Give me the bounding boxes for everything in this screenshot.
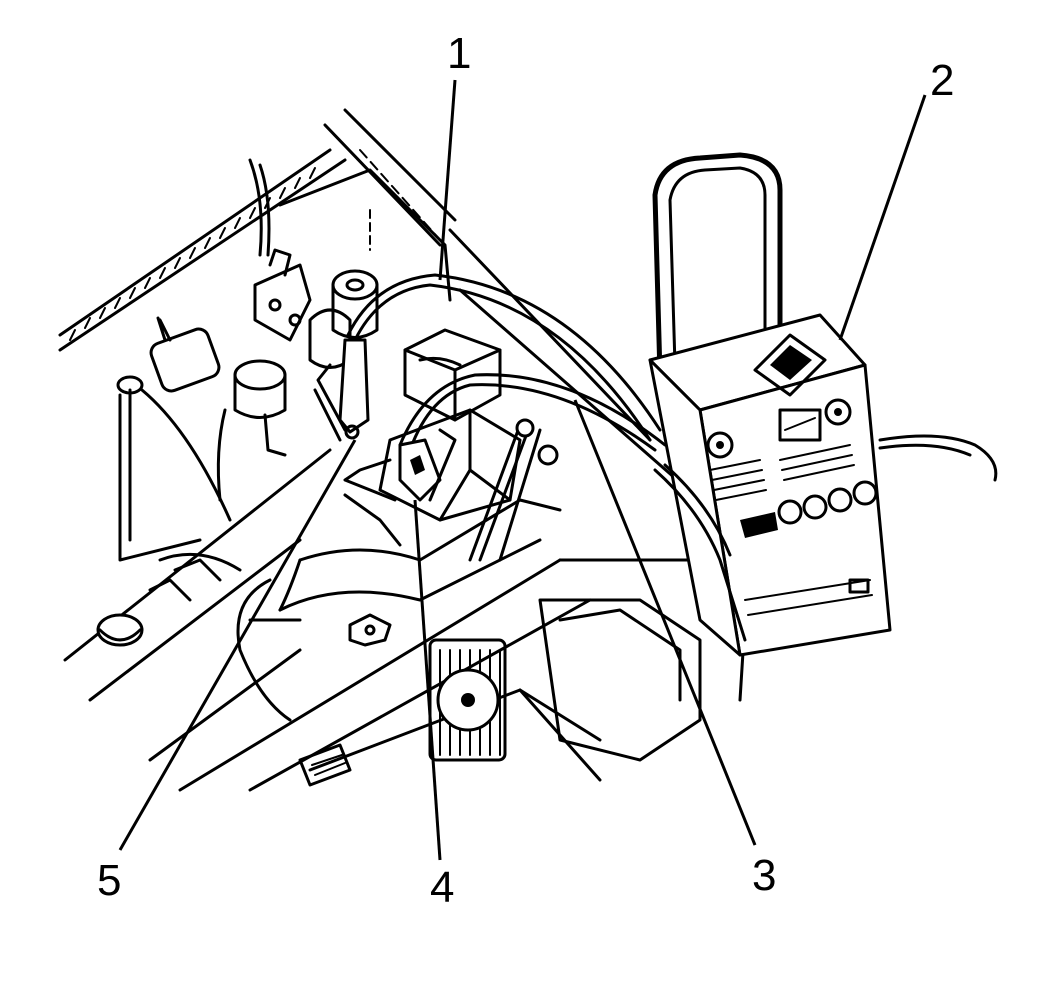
positive-clamp	[343, 428, 457, 547]
callout-5: 5	[97, 856, 121, 905]
leader-lines	[118, 79, 927, 861]
leader-2	[838, 94, 927, 341]
callout-4: 4	[430, 863, 454, 912]
negative-clamp	[313, 338, 370, 442]
charger-cables	[346, 273, 747, 642]
leader-3	[573, 399, 757, 846]
ignition-components	[116, 316, 287, 562]
callout-3: 3	[752, 851, 776, 900]
battery-charger	[648, 152, 998, 657]
vehicle-battery	[378, 328, 559, 562]
engine-block	[96, 498, 702, 787]
callout-1: 1	[447, 29, 471, 78]
leader-1	[438, 79, 457, 281]
leader-4	[413, 499, 442, 861]
callout-labels: 1 2 3 4 5	[97, 29, 954, 912]
callout-2: 2	[930, 56, 954, 105]
alternator	[428, 638, 507, 762]
leader-5	[118, 439, 357, 851]
